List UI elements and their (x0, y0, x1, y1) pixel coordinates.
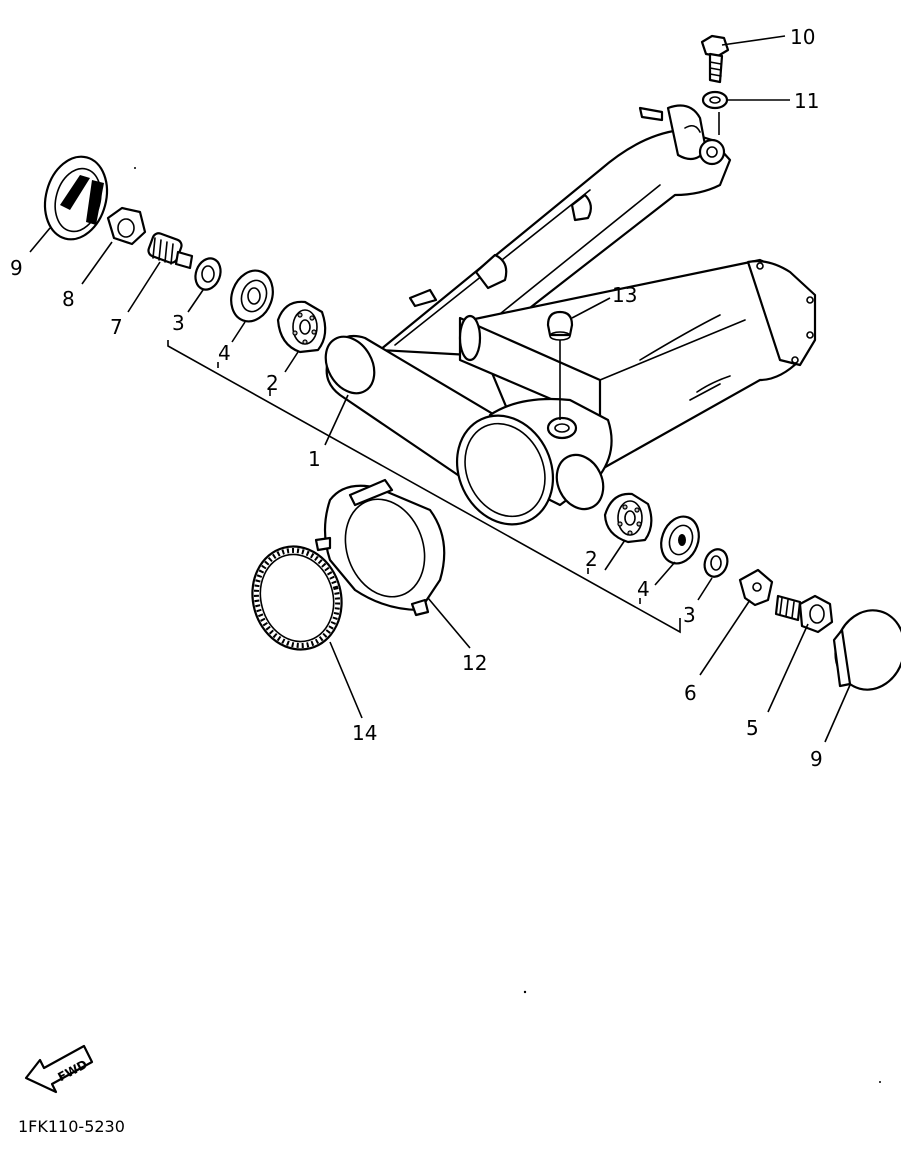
callout-8: 8 (62, 287, 75, 311)
leader-lines (29, 35, 851, 743)
plug-part (546, 310, 574, 341)
callout-11: 11 (794, 89, 819, 113)
collar-right-part (703, 548, 729, 578)
cap-right-part (832, 609, 901, 691)
chain-case-part (314, 478, 446, 617)
collar-left-part (194, 257, 222, 291)
callout-9-left: 9 (10, 256, 23, 280)
callout-9-right: 9 (810, 747, 823, 771)
callout-5: 5 (746, 716, 759, 740)
seal-ring-part (251, 545, 343, 651)
oil-seal-right-part (660, 515, 700, 565)
callout-1: 1 (308, 447, 321, 471)
lock-plate-part (738, 568, 774, 607)
oil-seal-left-part (230, 269, 274, 323)
callout-2-right: 2 (585, 547, 598, 571)
nut-part (106, 206, 147, 246)
callout-4-right: 4 (637, 577, 650, 601)
callout-3-left: 3 (172, 311, 185, 335)
pivot-bolt-part (147, 232, 194, 270)
bolt-part (700, 34, 730, 84)
swingarm-part (324, 104, 817, 526)
cap-left-part (43, 155, 109, 241)
washer-part (701, 90, 729, 110)
callout-4-left: 4 (218, 341, 231, 365)
callout-3-right: 3 (683, 603, 696, 627)
bearing-right-part (603, 492, 653, 544)
fwd-arrow-icon: FWD (24, 1044, 94, 1094)
callout-14: 14 (352, 721, 377, 745)
callout-7: 7 (110, 315, 123, 339)
diagram-code: 1FK110-5230 (18, 1117, 125, 1136)
callout-13: 13 (612, 283, 637, 307)
callout-12: 12 (462, 651, 487, 675)
shaft-bolt-part (774, 594, 834, 634)
callout-2-left: 2 (266, 371, 279, 395)
callout-10: 10 (790, 25, 815, 49)
bearing-left-part (276, 300, 327, 354)
callout-6: 6 (684, 681, 697, 705)
